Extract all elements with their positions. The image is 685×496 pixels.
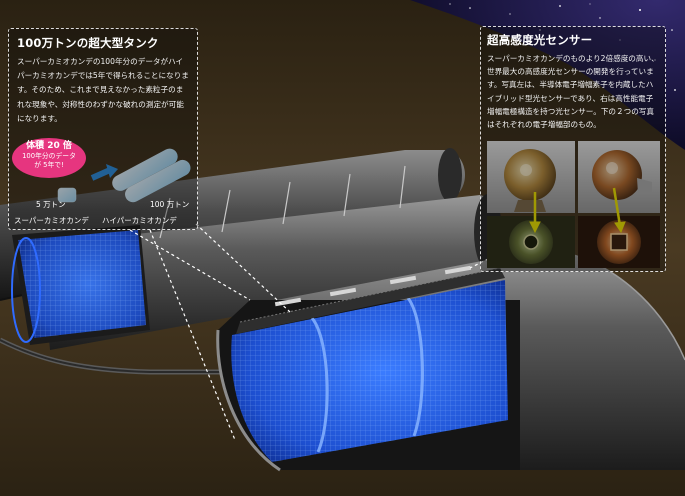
- left-tank-cutaway: [11, 225, 150, 345]
- small-tank-name: スーパーカミオカンデ: [14, 216, 89, 225]
- big-tank-mass: 100 万トン: [150, 200, 190, 209]
- badge-line-2: が 5年で!: [34, 161, 64, 169]
- sensor-panel-text: スーパーカミオカンデのものより2倍感度の高い、世界最大の高感度光センサーの開発を…: [487, 54, 659, 130]
- tank-info-panel: 100万トンの超大型タンク スーパーカミオカンデの100年分のデータがハイパーカ…: [8, 28, 198, 230]
- sensor-info-panel: 超高感度光センサー スーパーカミオカンデのものより2倍感度の高い、世界最大の高感…: [480, 26, 666, 272]
- big-tank-name: ハイパーカミオカンデ: [102, 216, 177, 225]
- pointer-arrows: [529, 187, 626, 234]
- sensor-photos: [487, 141, 660, 268]
- tank-panel-title: 100万トンの超大型タンク: [17, 36, 159, 50]
- night-sky: [410, 0, 685, 150]
- tank-panel-text: スーパーカミオカンデの100年分のデータがハイパーカミオカンデでは5年で得られる…: [17, 57, 189, 123]
- front-tank-cutaway: [216, 267, 520, 472]
- sensor-panel-title: 超高感度光センサー: [487, 33, 593, 47]
- growth-arrow: [90, 167, 112, 181]
- volume-badge: 体積 20 倍 100年分のデータ が 5年で!: [12, 138, 86, 178]
- tunnel-ribs: [159, 165, 406, 239]
- badge-title: 体積 20 倍: [26, 141, 72, 151]
- stars: [449, 3, 676, 91]
- badge-line-1: 100年分のデータ: [22, 152, 76, 160]
- small-tank-mass: 5 万トン: [36, 200, 66, 209]
- small-tank-icon: [57, 187, 77, 203]
- roof-equipment: [274, 265, 472, 307]
- tank-size-icons: [57, 148, 191, 203]
- big-tank-icon: [112, 148, 191, 203]
